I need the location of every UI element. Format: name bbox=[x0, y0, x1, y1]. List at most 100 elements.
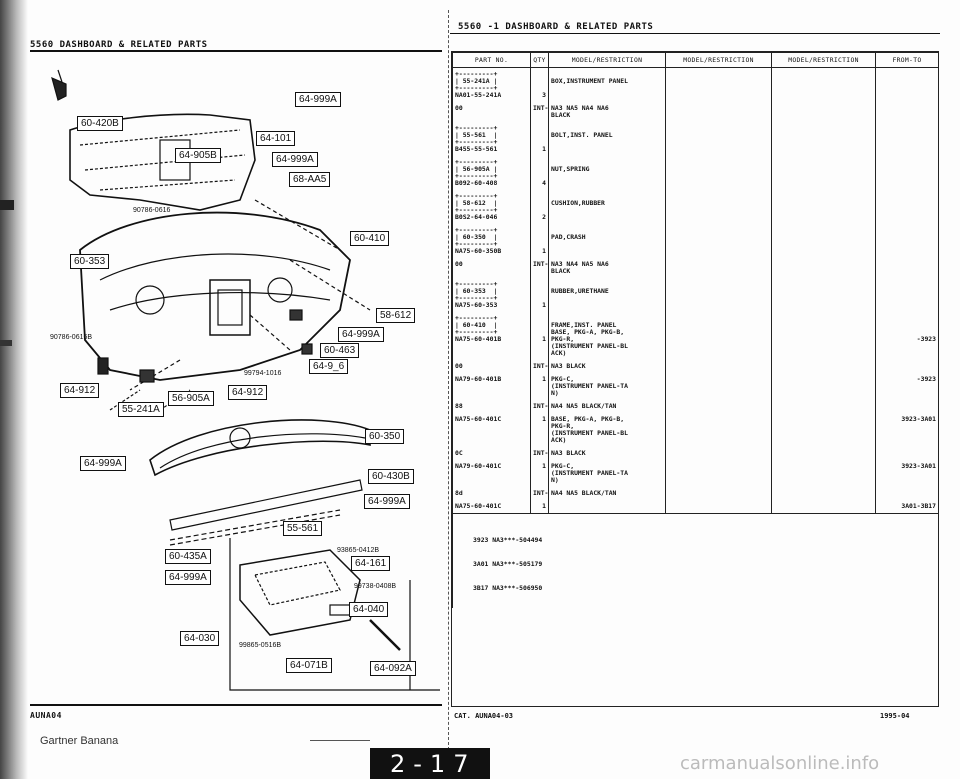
watermark: carmanualsonline.info bbox=[680, 753, 880, 774]
callout-64-999a-3: 64-999A bbox=[338, 327, 384, 342]
part-no-cell: NA75-60-401C bbox=[452, 413, 531, 447]
left-footer-rule bbox=[30, 704, 442, 706]
callout-64-161: 64-161 bbox=[351, 556, 391, 571]
description-cell: NA4 NA5 BLACK/TAN bbox=[548, 400, 666, 413]
table-row: +---------+ | 60-350 | +---------+ NA75-… bbox=[452, 224, 938, 258]
binding-marks bbox=[0, 200, 14, 210]
part-no-cell: 0C bbox=[452, 447, 531, 460]
restriction-cell bbox=[771, 190, 876, 224]
restriction-cell bbox=[665, 360, 772, 373]
callout-55-241a: 55-241A bbox=[118, 402, 164, 417]
description-cell: BOLT,INST. PANEL bbox=[548, 122, 666, 156]
part-no-cell: 8d bbox=[452, 487, 531, 500]
restriction-cell bbox=[771, 312, 876, 360]
footnote: 3A01 NA3***-505179 bbox=[473, 560, 543, 568]
restriction-cell bbox=[665, 278, 772, 312]
right-header-rule bbox=[450, 33, 940, 34]
part-no-cell: NA79-60-401C bbox=[452, 460, 531, 487]
restriction-cell bbox=[771, 447, 876, 460]
callout-56-905a: 56-905A bbox=[168, 391, 214, 406]
qty-cell: 1 bbox=[530, 278, 549, 312]
column-header: QTY bbox=[530, 52, 549, 68]
footnote: 3923 NA3***-504494 bbox=[473, 536, 543, 544]
callout-64-101: 64-101 bbox=[256, 131, 296, 146]
description-cell: NA3 BLACK bbox=[548, 447, 666, 460]
restriction-cell bbox=[665, 156, 772, 190]
column-header: MODEL/RESTRICTION bbox=[548, 52, 666, 68]
callout-60-430b: 60-430B bbox=[368, 469, 414, 484]
callout-58-612: 58-612 bbox=[376, 308, 416, 323]
qty-cell: INT- bbox=[530, 102, 549, 122]
qty-cell: 2 bbox=[530, 190, 549, 224]
restriction-cell bbox=[771, 278, 876, 312]
description-cell: NA3 NA4 NA5 NA6 BLACK bbox=[548, 258, 666, 278]
qty-cell: 1 bbox=[530, 413, 549, 447]
table-header-row: PART NO. QTY MODEL/RESTRICTION MODEL/RES… bbox=[452, 52, 938, 68]
table-row: +---------+ | 56-905A | +---------+ B092… bbox=[452, 156, 938, 190]
from-to-cell bbox=[875, 258, 938, 278]
page-tab: 2-17 bbox=[370, 748, 490, 779]
parts-table-body: +---------+ | 55-241A | +---------+ NA01… bbox=[452, 67, 938, 514]
restriction-cell bbox=[771, 460, 876, 487]
restriction-cell bbox=[665, 500, 772, 514]
part-no-cell: 00 bbox=[452, 102, 531, 122]
from-to-cell bbox=[875, 67, 938, 102]
left-watermark-text: Gartner Banana bbox=[40, 735, 119, 747]
table-row: +---------+ | 55-561 | +---------+ B455-… bbox=[452, 122, 938, 156]
from-to-cell bbox=[875, 122, 938, 156]
restriction-cell bbox=[771, 373, 876, 400]
part-no-cell: +---------+ | 58-612 | +---------+ B0S2-… bbox=[452, 190, 531, 224]
restriction-cell bbox=[665, 460, 772, 487]
callout-68-aa5: 68-AA5 bbox=[289, 172, 331, 187]
description-cell: NUT,SPRING bbox=[548, 156, 666, 190]
qty-cell: 1 bbox=[530, 312, 549, 360]
restriction-cell bbox=[771, 400, 876, 413]
footnote: 3B17 NA3***-506950 bbox=[473, 584, 543, 592]
callout-60-353: 60-353 bbox=[70, 254, 110, 269]
part-number-label: 90786-0616 bbox=[133, 207, 171, 214]
restriction-cell bbox=[665, 447, 772, 460]
restriction-cell bbox=[665, 413, 772, 447]
part-number-label: 99738-0408B bbox=[354, 583, 397, 590]
qty-cell: 1 bbox=[530, 500, 549, 514]
description-cell: FRAME,INST. PANEL BASE, PKG-A, PKG-B, PK… bbox=[548, 312, 666, 360]
description-cell: BASE, PKG-A, PKG-B, PKG-R, (INSTRUMENT P… bbox=[548, 413, 666, 447]
from-to-cell: 3A01-3B17 bbox=[875, 500, 938, 514]
from-to-cell: -3923 bbox=[875, 373, 938, 400]
part-number-label: 90786-0616B bbox=[50, 334, 93, 341]
parts-table-wrapper: PART NO. QTY MODEL/RESTRICTION MODEL/RES… bbox=[451, 51, 939, 707]
part-no-cell: 00 bbox=[452, 258, 531, 278]
restriction-cell bbox=[771, 258, 876, 278]
restriction-cell bbox=[665, 122, 772, 156]
callout-64-030: 64-030 bbox=[180, 631, 220, 646]
description-cell: CUSHION,RUBBER bbox=[548, 190, 666, 224]
callout-64-071b: 64-071B bbox=[286, 658, 332, 673]
parts-table: PART NO. QTY MODEL/RESTRICTION MODEL/RES… bbox=[452, 52, 938, 608]
part-no-cell: +---------+ | 56-905A | +---------+ B092… bbox=[452, 156, 531, 190]
table-row: +---------+ | 58-612 | +---------+ B0S2-… bbox=[452, 190, 938, 224]
description-cell: BOX,INSTRUMENT PANEL bbox=[548, 67, 666, 102]
callout-64-999a-1: 64-999A bbox=[295, 92, 341, 107]
part-no-cell: NA75-60-401C bbox=[452, 500, 531, 514]
callout-60-350: 60-350 bbox=[365, 429, 405, 444]
restriction-cell bbox=[665, 373, 772, 400]
part-number-label: 99794-1016 bbox=[244, 370, 282, 377]
left-page-header: 5560 DASHBOARD & RELATED PARTS bbox=[30, 40, 208, 50]
column-header: FROM-TO bbox=[875, 52, 938, 68]
restriction-cell bbox=[771, 413, 876, 447]
description-cell: PKG-C, (INSTRUMENT PANEL-TA N) bbox=[548, 460, 666, 487]
restriction-cell bbox=[771, 67, 876, 102]
tab-line bbox=[310, 740, 370, 741]
restriction-cell bbox=[771, 224, 876, 258]
qty-cell: INT- bbox=[530, 447, 549, 460]
left-model-code: AUNA04 bbox=[30, 711, 62, 720]
part-no-cell: +---------+ | 60-410 | +---------+ NA75-… bbox=[452, 312, 531, 360]
restriction-cell bbox=[665, 224, 772, 258]
qty-cell: 3 bbox=[530, 67, 549, 102]
qty-cell: INT- bbox=[530, 400, 549, 413]
callout-60-420b: 60-420B bbox=[77, 116, 123, 131]
restriction-cell bbox=[665, 190, 772, 224]
